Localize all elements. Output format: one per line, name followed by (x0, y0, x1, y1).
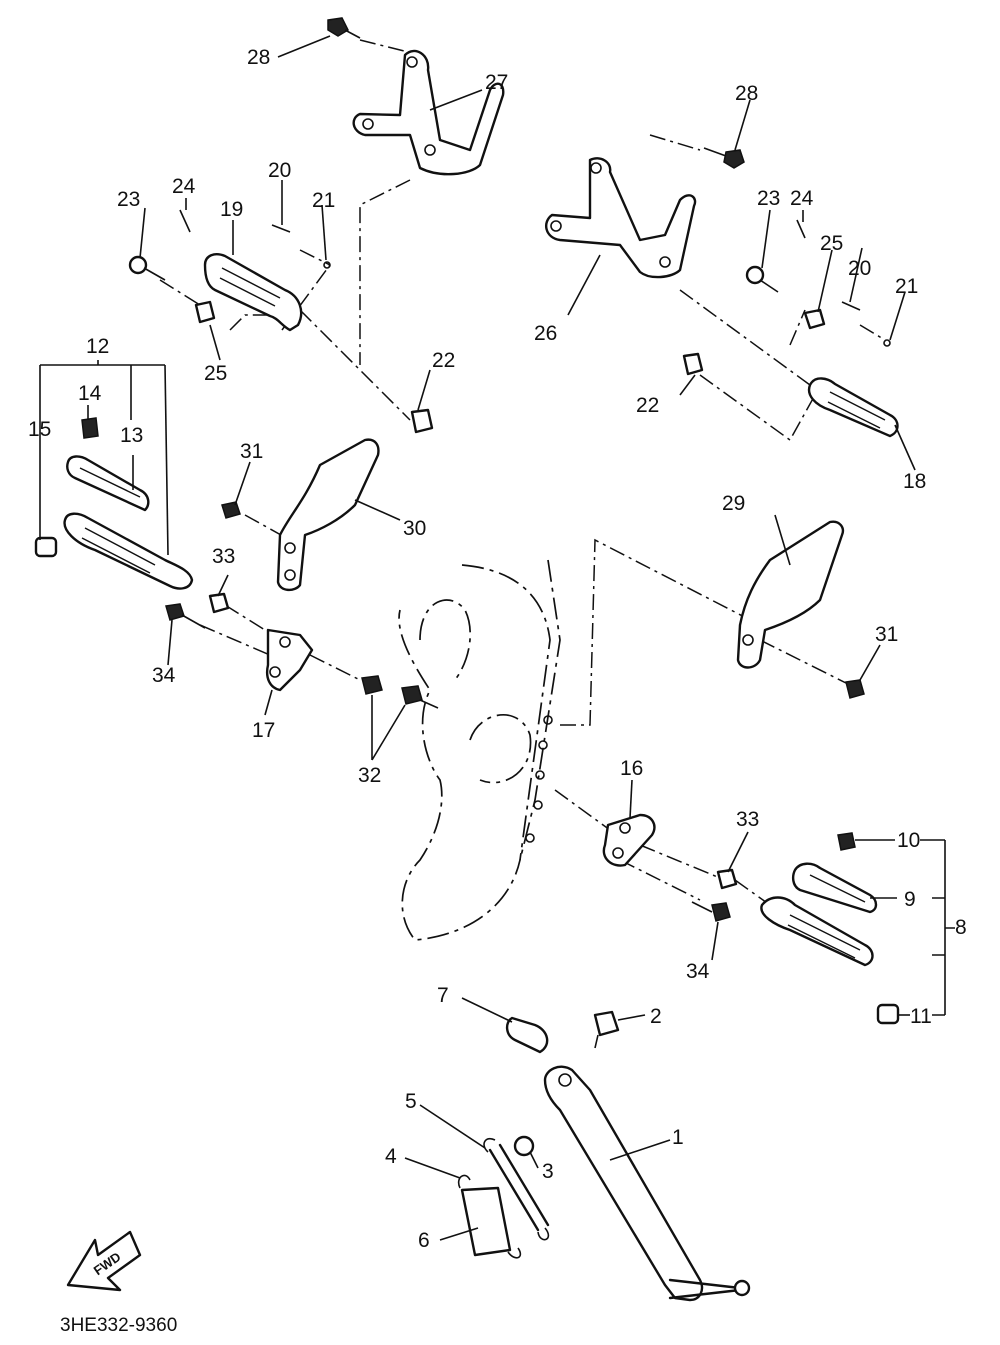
callout-7: 7 (437, 984, 449, 1007)
callout-28b: 28 (735, 82, 758, 105)
footrest-bracket-right (602, 813, 656, 867)
callout-25a: 25 (204, 362, 227, 385)
callout-28a: 28 (247, 46, 270, 69)
front-footpeg-left-assembly (34, 455, 194, 590)
callout-22b: 22 (636, 394, 659, 417)
callout-14: 14 (78, 382, 102, 405)
callout-6: 6 (418, 1229, 430, 1252)
callout-leaders (39, 35, 955, 1241)
callout-25b: 25 (820, 232, 843, 255)
callout-4: 4 (385, 1145, 397, 1168)
callout-5: 5 (405, 1090, 417, 1113)
callout-31b: 31 (875, 623, 898, 646)
callout-33a: 33 (212, 545, 235, 568)
callout-10: 10 (897, 829, 920, 852)
callout-9: 9 (904, 888, 916, 911)
footrest-bracket-left (266, 628, 314, 692)
callout-34b: 34 (686, 960, 710, 983)
callout-34a: 34 (152, 664, 176, 687)
callout-24b: 24 (790, 187, 814, 210)
callout-18: 18 (903, 470, 926, 493)
hardware (81, 17, 891, 1157)
part-code: 3HE332-9360 (60, 1315, 177, 1336)
callout-31a: 31 (240, 440, 263, 463)
rear-footrest-bracket-left (352, 49, 505, 176)
callout-21b: 21 (895, 275, 918, 298)
callout-1: 1 (672, 1126, 684, 1149)
callout-20b: 20 (848, 257, 871, 280)
forward-arrow-icon: FWD (66, 1230, 142, 1292)
callout-2: 2 (650, 1005, 662, 1028)
callout-29: 29 (722, 492, 745, 515)
leader-lines (159, 39, 886, 906)
front-footpeg-right-assembly (760, 862, 900, 1025)
callout-23b: 23 (757, 187, 780, 210)
callout-23a: 23 (117, 188, 140, 211)
callout-13: 13 (120, 424, 143, 447)
callout-24a: 24 (172, 175, 196, 198)
callout-33b: 33 (736, 808, 759, 831)
callout-32: 32 (358, 764, 381, 787)
callout-8: 8 (955, 916, 967, 939)
callout-20a: 20 (268, 159, 291, 182)
callout-27: 27 (485, 71, 508, 94)
callout-15: 15 (28, 418, 51, 441)
callout-11: 11 (910, 1005, 932, 1028)
callout-12: 12 (86, 335, 109, 358)
frame-outline (398, 559, 561, 941)
callout-16: 16 (620, 757, 643, 780)
callout-numbers: 28 27 28 23 24 20 21 19 25 22 26 23 24 2… (28, 46, 967, 1252)
callout-3: 3 (542, 1160, 554, 1183)
callout-17: 17 (252, 719, 275, 742)
rear-footpeg-right (807, 377, 899, 438)
callout-21a: 21 (312, 189, 335, 212)
heel-guard-left (276, 438, 380, 592)
sidestand-switch (505, 1016, 549, 1054)
callout-19: 19 (220, 198, 243, 221)
sidestand (543, 1065, 751, 1302)
callout-22a: 22 (432, 349, 455, 372)
heel-guard-right (736, 520, 844, 669)
rear-footrest-bracket-right (544, 157, 697, 279)
callout-30: 30 (403, 517, 426, 540)
springs (457, 1137, 550, 1259)
callout-26: 26 (534, 322, 557, 345)
rear-footpeg-left (203, 253, 303, 332)
